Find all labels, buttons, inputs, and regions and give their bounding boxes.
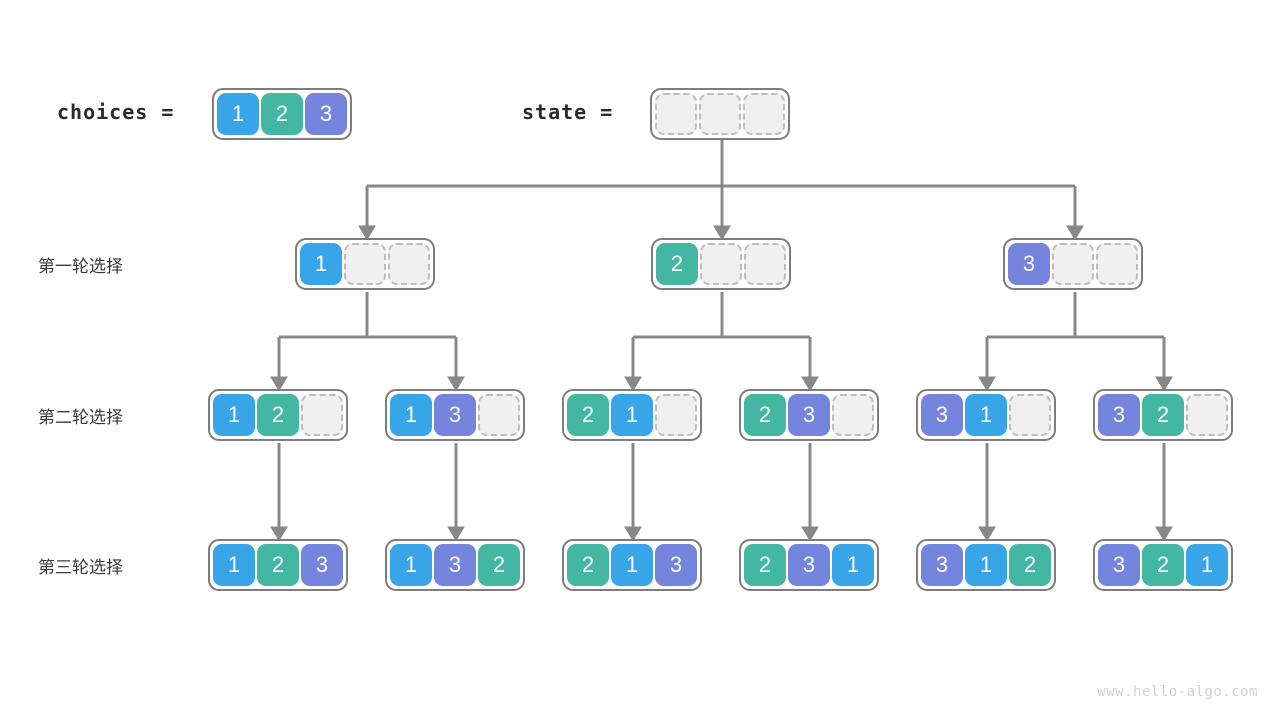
round-2-empty-cell [1009,394,1051,436]
round-3-value-cell: 2 [1142,544,1184,586]
round-1-value-cell: 2 [656,243,698,285]
round-3-value-cell: 3 [921,544,963,586]
state-array [650,88,790,140]
round-1-value-cell: 1 [300,243,342,285]
state-empty-cell [743,93,785,135]
round-3-value-cell: 2 [478,544,520,586]
round-3-value-cell: 3 [655,544,697,586]
round-2-value-cell: 3 [921,394,963,436]
round-2-value-cell: 3 [1098,394,1140,436]
round-2-value-cell: 3 [434,394,476,436]
round-3-value-cell: 1 [213,544,255,586]
state-empty-cell [655,93,697,135]
state-node-round-1-2: 2 [651,238,791,290]
round-2-empty-cell [478,394,520,436]
round-3-value-cell: 2 [567,544,609,586]
watermark: www.hello-algo.com [1097,684,1258,700]
state-node-round-1-1: 1 [295,238,435,290]
choices-value-cell: 3 [305,93,347,135]
round-2-value-cell: 2 [1142,394,1184,436]
round-1-empty-cell [344,243,386,285]
round-2-empty-cell [301,394,343,436]
round-2-value-cell: 1 [965,394,1007,436]
round-2-value-cell: 1 [611,394,653,436]
choices-label: choices = [57,100,175,124]
round-1-empty-cell [744,243,786,285]
round-3-value-cell: 3 [301,544,343,586]
round-1-empty-cell [388,243,430,285]
round-2-empty-cell [1186,394,1228,436]
round-3-value-cell: 1 [611,544,653,586]
choices-value-cell: 1 [217,93,259,135]
round-2-value-cell: 2 [744,394,786,436]
round-3-value-cell: 1 [965,544,1007,586]
round-2-empty-cell [832,394,874,436]
round-3-value-cell: 1 [1186,544,1228,586]
round-2-value-cell: 2 [567,394,609,436]
round-3-value-cell: 1 [832,544,874,586]
row-label-round-3: 第三轮选择 [38,558,123,577]
round-2-value-cell: 1 [390,394,432,436]
round-3-value-cell: 2 [257,544,299,586]
round-3-value-cell: 3 [434,544,476,586]
round-3-value-cell: 2 [1009,544,1051,586]
state-node-round-1-3: 3 [1003,238,1143,290]
round-3-value-cell: 2 [744,544,786,586]
round-2-value-cell: 2 [257,394,299,436]
choices-value-cell: 2 [261,93,303,135]
round-1-empty-cell [1052,243,1094,285]
round-2-value-cell: 1 [213,394,255,436]
row-label-round-2: 第二轮选择 [38,408,123,427]
row-label-round-1: 第一轮选择 [38,257,123,276]
round-1-empty-cell [1096,243,1138,285]
state-empty-cell [699,93,741,135]
round-2-value-cell: 3 [788,394,830,436]
round-1-value-cell: 3 [1008,243,1050,285]
state-label: state = [522,100,614,124]
round-3-value-cell: 1 [390,544,432,586]
round-3-value-cell: 3 [788,544,830,586]
round-2-empty-cell [655,394,697,436]
round-3-value-cell: 3 [1098,544,1140,586]
round-1-empty-cell [700,243,742,285]
